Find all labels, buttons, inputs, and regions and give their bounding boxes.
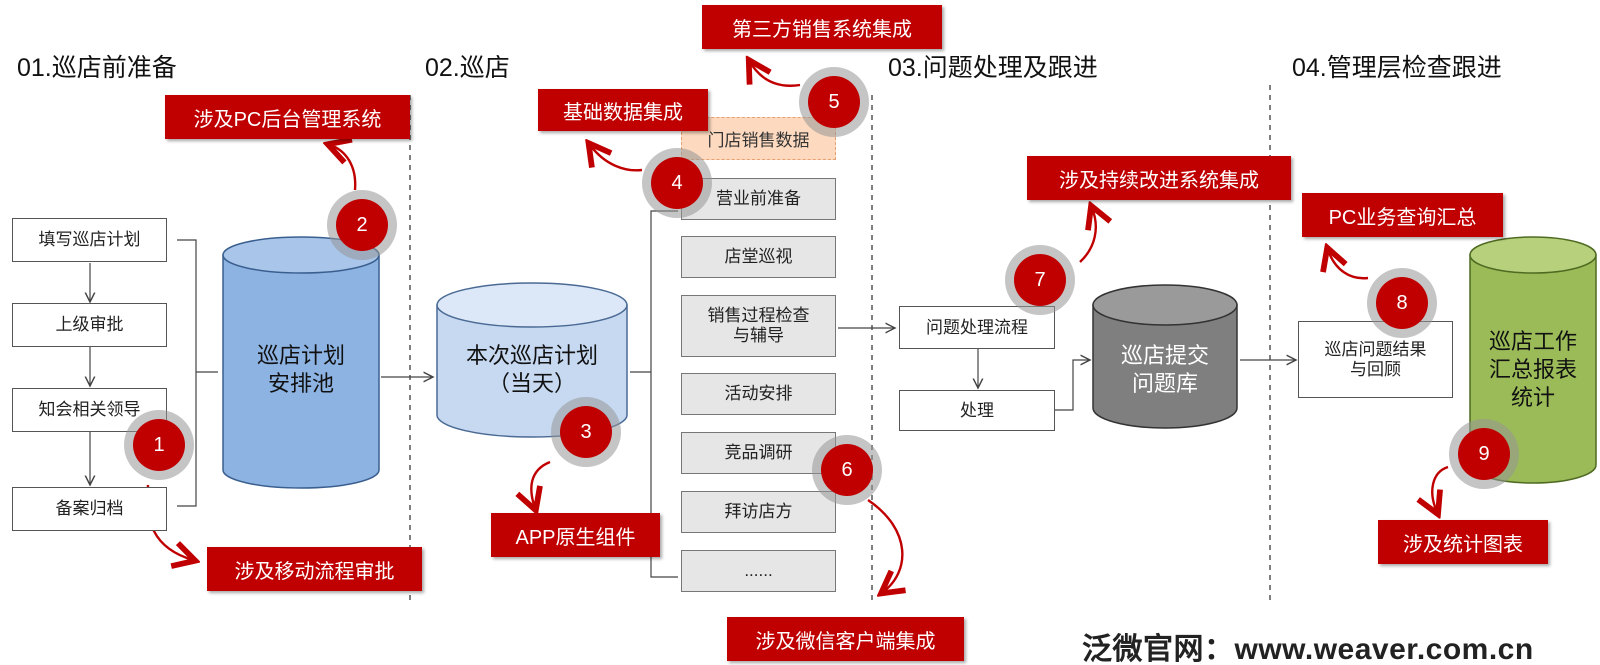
label-pc-backend: 涉及PC后台管理系统 bbox=[165, 95, 410, 139]
badge-4: 4 bbox=[651, 157, 703, 209]
cylinder-today-plan-label: 本次巡店计划 （当天） bbox=[465, 343, 598, 396]
cylinder-issue-db bbox=[1092, 284, 1238, 429]
label-mobile-approval: 涉及移动流程审批 bbox=[207, 547, 422, 591]
cylinder-today-plan bbox=[436, 282, 628, 438]
cylinder-report bbox=[1469, 236, 1597, 484]
phase-title-4: 04.管理层检查跟进 bbox=[1292, 54, 1502, 82]
label-app-native: APP原生组件 bbox=[491, 513, 660, 557]
patrol-item-sales-check: 销售过程检查 与辅导 bbox=[681, 295, 836, 357]
review-box: 巡店问题结果 与回顾 bbox=[1298, 321, 1453, 398]
badge-5: 5 bbox=[808, 76, 860, 128]
cylinder-report-label: 巡店工作 汇总报表 统计 bbox=[1488, 329, 1577, 410]
badge-6: 6 bbox=[821, 444, 873, 496]
badge-8: 8 bbox=[1376, 277, 1428, 329]
label-stat-charts: 涉及统计图表 bbox=[1378, 520, 1548, 564]
patrol-item-pre-opening: 营业前准备 bbox=[681, 178, 836, 220]
prep-step-approval: 上级审批 bbox=[12, 303, 167, 347]
badge-2: 2 bbox=[336, 199, 388, 251]
cylinder-issue-db-label: 巡店提交 问题库 bbox=[1120, 343, 1209, 396]
phase-title-3: 03.问题处理及跟进 bbox=[888, 54, 1098, 82]
patrol-item-activity: 活动安排 bbox=[681, 373, 836, 415]
cylinder-plan-pool-label: 巡店计划 安排池 bbox=[256, 343, 345, 396]
label-pc-query: PC业务查询汇总 bbox=[1302, 193, 1503, 237]
badge-1: 1 bbox=[133, 419, 185, 471]
patrol-item-store-tour: 店堂巡视 bbox=[681, 236, 836, 278]
prep-step-plan: 填写巡店计划 bbox=[12, 218, 167, 262]
phase-title-1: 01.巡店前准备 bbox=[17, 54, 177, 82]
label-wechat-client: 涉及微信客户端集成 bbox=[727, 617, 964, 661]
patrol-item-more: ...... bbox=[681, 550, 836, 592]
label-base-data: 基础数据集成 bbox=[538, 89, 708, 131]
issue-handle-box: 处理 bbox=[899, 390, 1055, 431]
patrol-item-visit: 拜访店方 bbox=[681, 491, 836, 533]
phase-title-2: 02.巡店 bbox=[425, 54, 510, 82]
badge-7: 7 bbox=[1014, 254, 1066, 306]
prep-step-notify: 知会相关领导 bbox=[12, 388, 167, 432]
label-continuous-improve: 涉及持续改进系统集成 bbox=[1027, 156, 1291, 200]
badge-3: 3 bbox=[560, 406, 612, 458]
badge-9: 9 bbox=[1458, 428, 1510, 480]
prep-step-archive: 备案归档 bbox=[12, 487, 167, 531]
cylinder-plan-pool bbox=[222, 236, 380, 489]
watermark-text: 泛微官网：www.weaver.com.cn bbox=[1082, 633, 1534, 665]
patrol-item-competitor: 竞品调研 bbox=[681, 432, 836, 474]
label-third-party-sales: 第三方销售系统集成 bbox=[702, 5, 942, 49]
issue-flow-box: 问题处理流程 bbox=[899, 306, 1055, 349]
